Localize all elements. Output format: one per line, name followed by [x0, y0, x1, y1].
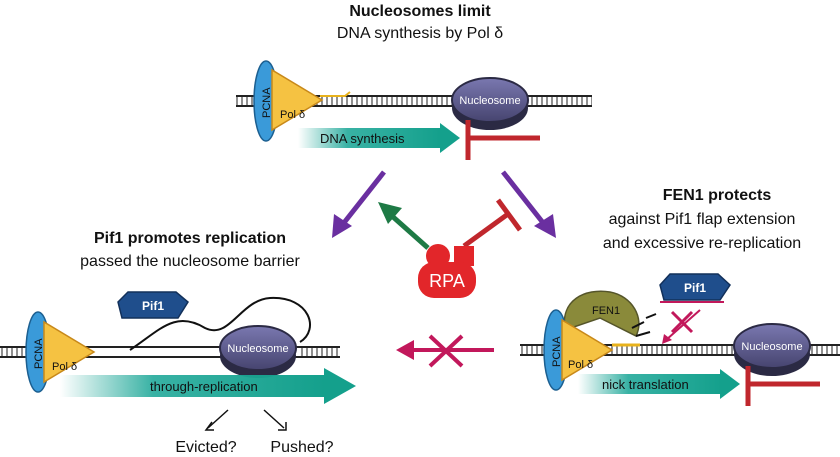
- left-arrow-label: through-replication: [150, 379, 258, 394]
- left-subtitle: passed the nucleosome barrier: [80, 253, 300, 270]
- right-pol-label: Pol δ: [568, 359, 593, 371]
- right-subtitle-2: and excessive re-replication: [603, 235, 801, 252]
- top-primer: [320, 91, 351, 97]
- left-flap: [129, 296, 311, 351]
- rpa-label: RPA: [429, 271, 465, 291]
- right-arrow-label: nick translation: [602, 377, 689, 392]
- right-nucleosome-label: Nucleosome: [741, 341, 802, 353]
- left-title: Pif1 promotes replication: [94, 230, 286, 247]
- outcome-pushed: Pushed?: [270, 439, 333, 456]
- right-pif1-label: Pif1: [684, 281, 706, 295]
- left-pol-label: Pol δ: [52, 361, 77, 373]
- top-synthesis-arrow: DNA synthesis: [298, 123, 460, 153]
- crossed-arrow: [396, 334, 494, 368]
- left-nucleosome-label: Nucleosome: [227, 343, 288, 355]
- right-title: FEN1 protects: [663, 187, 772, 204]
- right-pif1: Pif1: [659, 273, 731, 344]
- top-inhibition: [465, 120, 540, 160]
- right-subtitle-1: against Pif1 flap extension: [609, 211, 796, 228]
- top-panel: Nucleosomes limit DNA synthesis by Pol δ…: [236, 3, 592, 160]
- top-title: Nucleosomes limit: [349, 3, 491, 20]
- right-fen1: FEN1: [563, 290, 640, 338]
- green-arrow: [378, 202, 430, 250]
- right-fen1-label: FEN1: [592, 305, 620, 317]
- right-panel: FEN1 protects against Pif1 flap extensio…: [520, 187, 840, 406]
- left-pif1-label: Pif1: [142, 299, 164, 313]
- left-through-arrow: through-replication: [60, 368, 356, 404]
- center-arrows: RPA: [332, 170, 556, 368]
- top-nucleosome: Nucleosome: [451, 77, 529, 130]
- purple-arrow-left: [332, 170, 386, 238]
- right-pol-delta: Pol δ: [561, 318, 614, 382]
- top-pcna-label: PCNA: [261, 87, 273, 118]
- right-pcna-label: PCNA: [551, 336, 563, 367]
- right-cut-fragments: [631, 313, 657, 337]
- right-nucleosome: Nucleosome: [733, 323, 811, 376]
- top-pol-delta: Pol δ: [271, 68, 324, 132]
- left-pcna-label: PCNA: [33, 338, 45, 369]
- left-panel: Pif1 promotes replication passed the nuc…: [0, 230, 356, 456]
- right-inhibition: [745, 366, 820, 406]
- right-nick-arrow: nick translation: [578, 369, 740, 399]
- left-pif1: Pif1: [117, 291, 189, 319]
- left-pol-delta: Pol δ: [43, 320, 96, 384]
- outcome-evicted: Evicted?: [175, 439, 236, 456]
- top-nucleosome-label: Nucleosome: [459, 95, 520, 107]
- rpa: RPA: [418, 244, 476, 298]
- red-inhibition: [462, 198, 523, 249]
- purple-arrow-right: [501, 170, 556, 238]
- left-nucleosome: Nucleosome: [219, 325, 297, 378]
- top-arrow-label: DNA synthesis: [320, 131, 405, 146]
- top-subtitle: DNA synthesis by Pol δ: [337, 25, 503, 42]
- top-pol-label: Pol δ: [280, 109, 305, 121]
- outcome-arrows: [204, 409, 287, 431]
